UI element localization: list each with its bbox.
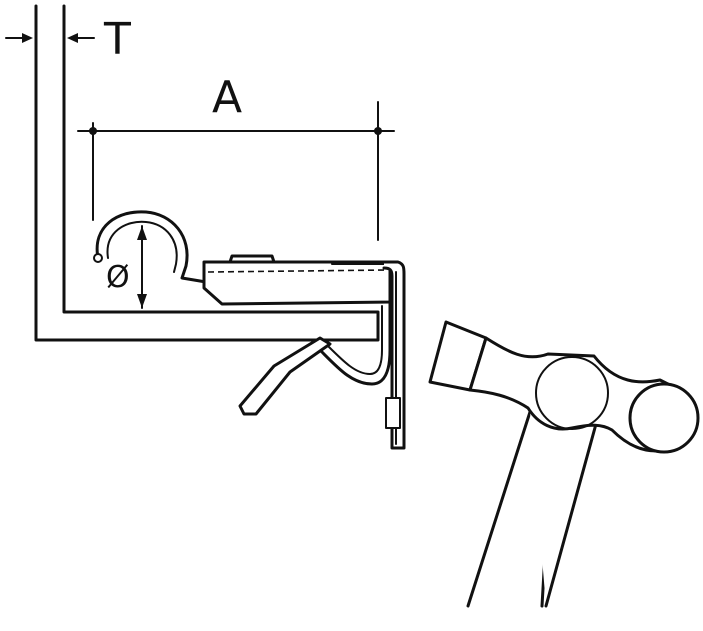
hammer-icon bbox=[428, 320, 700, 608]
diameter-label: Ø bbox=[106, 260, 130, 295]
angle-profile bbox=[34, 4, 380, 342]
thickness-dimension bbox=[5, 33, 95, 43]
distance-dimension bbox=[77, 101, 395, 241]
spring-clip bbox=[318, 260, 406, 450]
distance-label: A bbox=[212, 72, 242, 123]
thickness-label: T bbox=[103, 14, 131, 65]
lever-tab bbox=[238, 336, 332, 416]
hook-clip bbox=[95, 210, 208, 284]
clip-body bbox=[202, 254, 392, 306]
diameter-dimension bbox=[137, 225, 147, 309]
